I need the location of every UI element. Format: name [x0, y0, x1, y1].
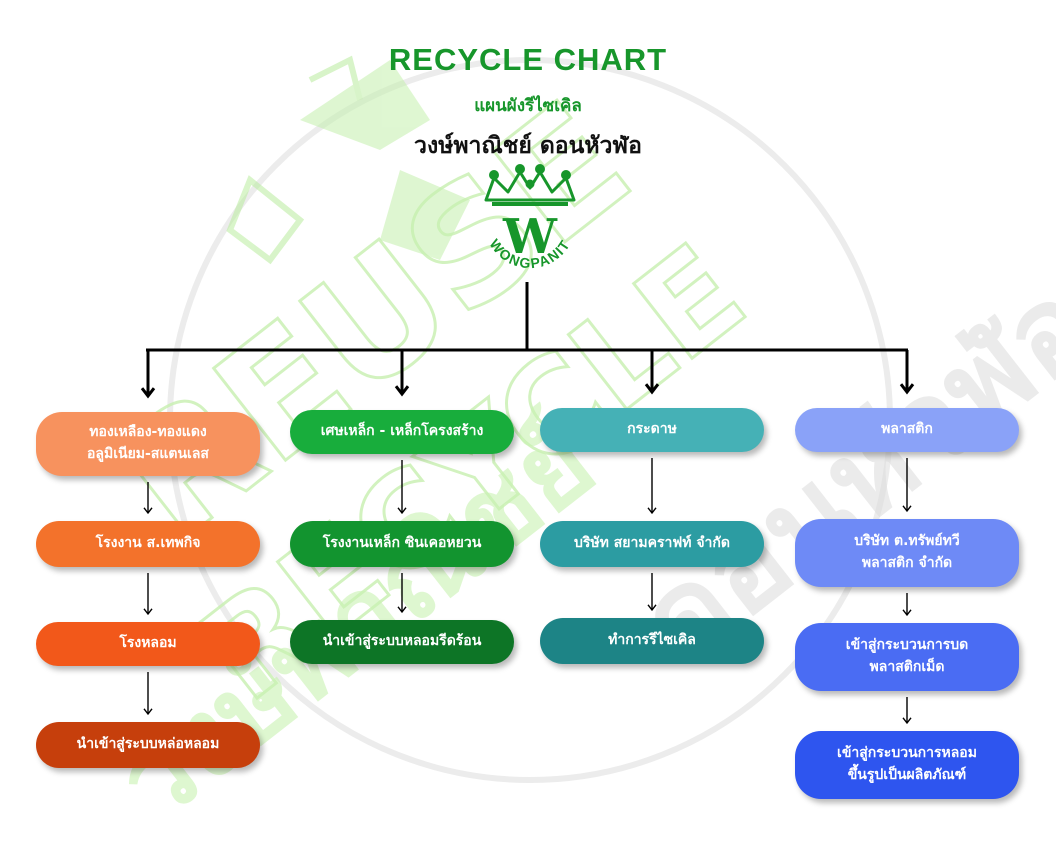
step-box-metal-4: นำเข้าสู่ระบบหล่อหลอม [36, 722, 260, 768]
step-box-paper-1: กระดาษ [540, 408, 764, 452]
step-box-paper-3: ทำการรีไซเคิล [540, 618, 764, 664]
step-box-steel-1: เศษเหล็ก - เหล็กโครงสร้าง [290, 410, 514, 454]
crown-icon [484, 164, 576, 206]
recycle-arrows-watermark [226, 55, 470, 265]
arrow-head [140, 387, 156, 399]
step-box-steel-3: นำเข้าสู่ระบบหลอมรีดร้อน [290, 620, 514, 664]
step-arrow-head [143, 708, 153, 716]
arrow-head [899, 383, 915, 395]
step-arrow-head [902, 717, 912, 725]
step-arrow-head [143, 507, 153, 515]
step-box-plastic-1: พลาสติก [795, 408, 1019, 452]
step-box-paper-2: บริษัท สยามคราฟท์ จำกัด [540, 521, 764, 567]
step-box-steel-2: โรงงานเหล็ก ซินเคอหยวน [290, 521, 514, 567]
step-arrow-head [647, 507, 657, 515]
arrow-head [644, 383, 660, 395]
chart-subtitle: แผนผังรีไซเคิล [474, 96, 582, 116]
step-box-metal-2: โรงงาน ส.เทพกิจ [36, 521, 260, 567]
arrow-head [394, 385, 410, 397]
step-arrow-head [397, 606, 407, 614]
step-arrow-head [647, 604, 657, 612]
step-arrow-head [902, 609, 912, 617]
step-arrow-head [902, 505, 912, 513]
step-box-plastic-3: เข้าสู่กระบวนการบด พลาสติกเม็ด [795, 623, 1019, 691]
chart-title: RECYCLE CHART [388, 42, 668, 77]
step-arrow-head [143, 608, 153, 616]
logo-letter: W [502, 209, 558, 265]
step-arrow-head [397, 507, 407, 515]
company-name: วงษ์พาณิชย์ ดอนหัวฬ่อ [414, 133, 642, 159]
step-box-metal-3: โรงหลอม [36, 622, 260, 666]
step-box-plastic-2: บริษัท ต.ทรัพย์ทวี พลาสติก จำกัด [795, 519, 1019, 587]
step-box-plastic-4: เข้าสู่กระบวนการหลอม ขึ้นรูปเป็นผลิตภัณฑ… [795, 731, 1019, 799]
step-box-metal-1: ทองเหลือง-ทองแดง อลูมิเนียม-สแตนเลส [36, 412, 260, 476]
wongpanit-logo: W WONGPANIT [484, 164, 576, 271]
